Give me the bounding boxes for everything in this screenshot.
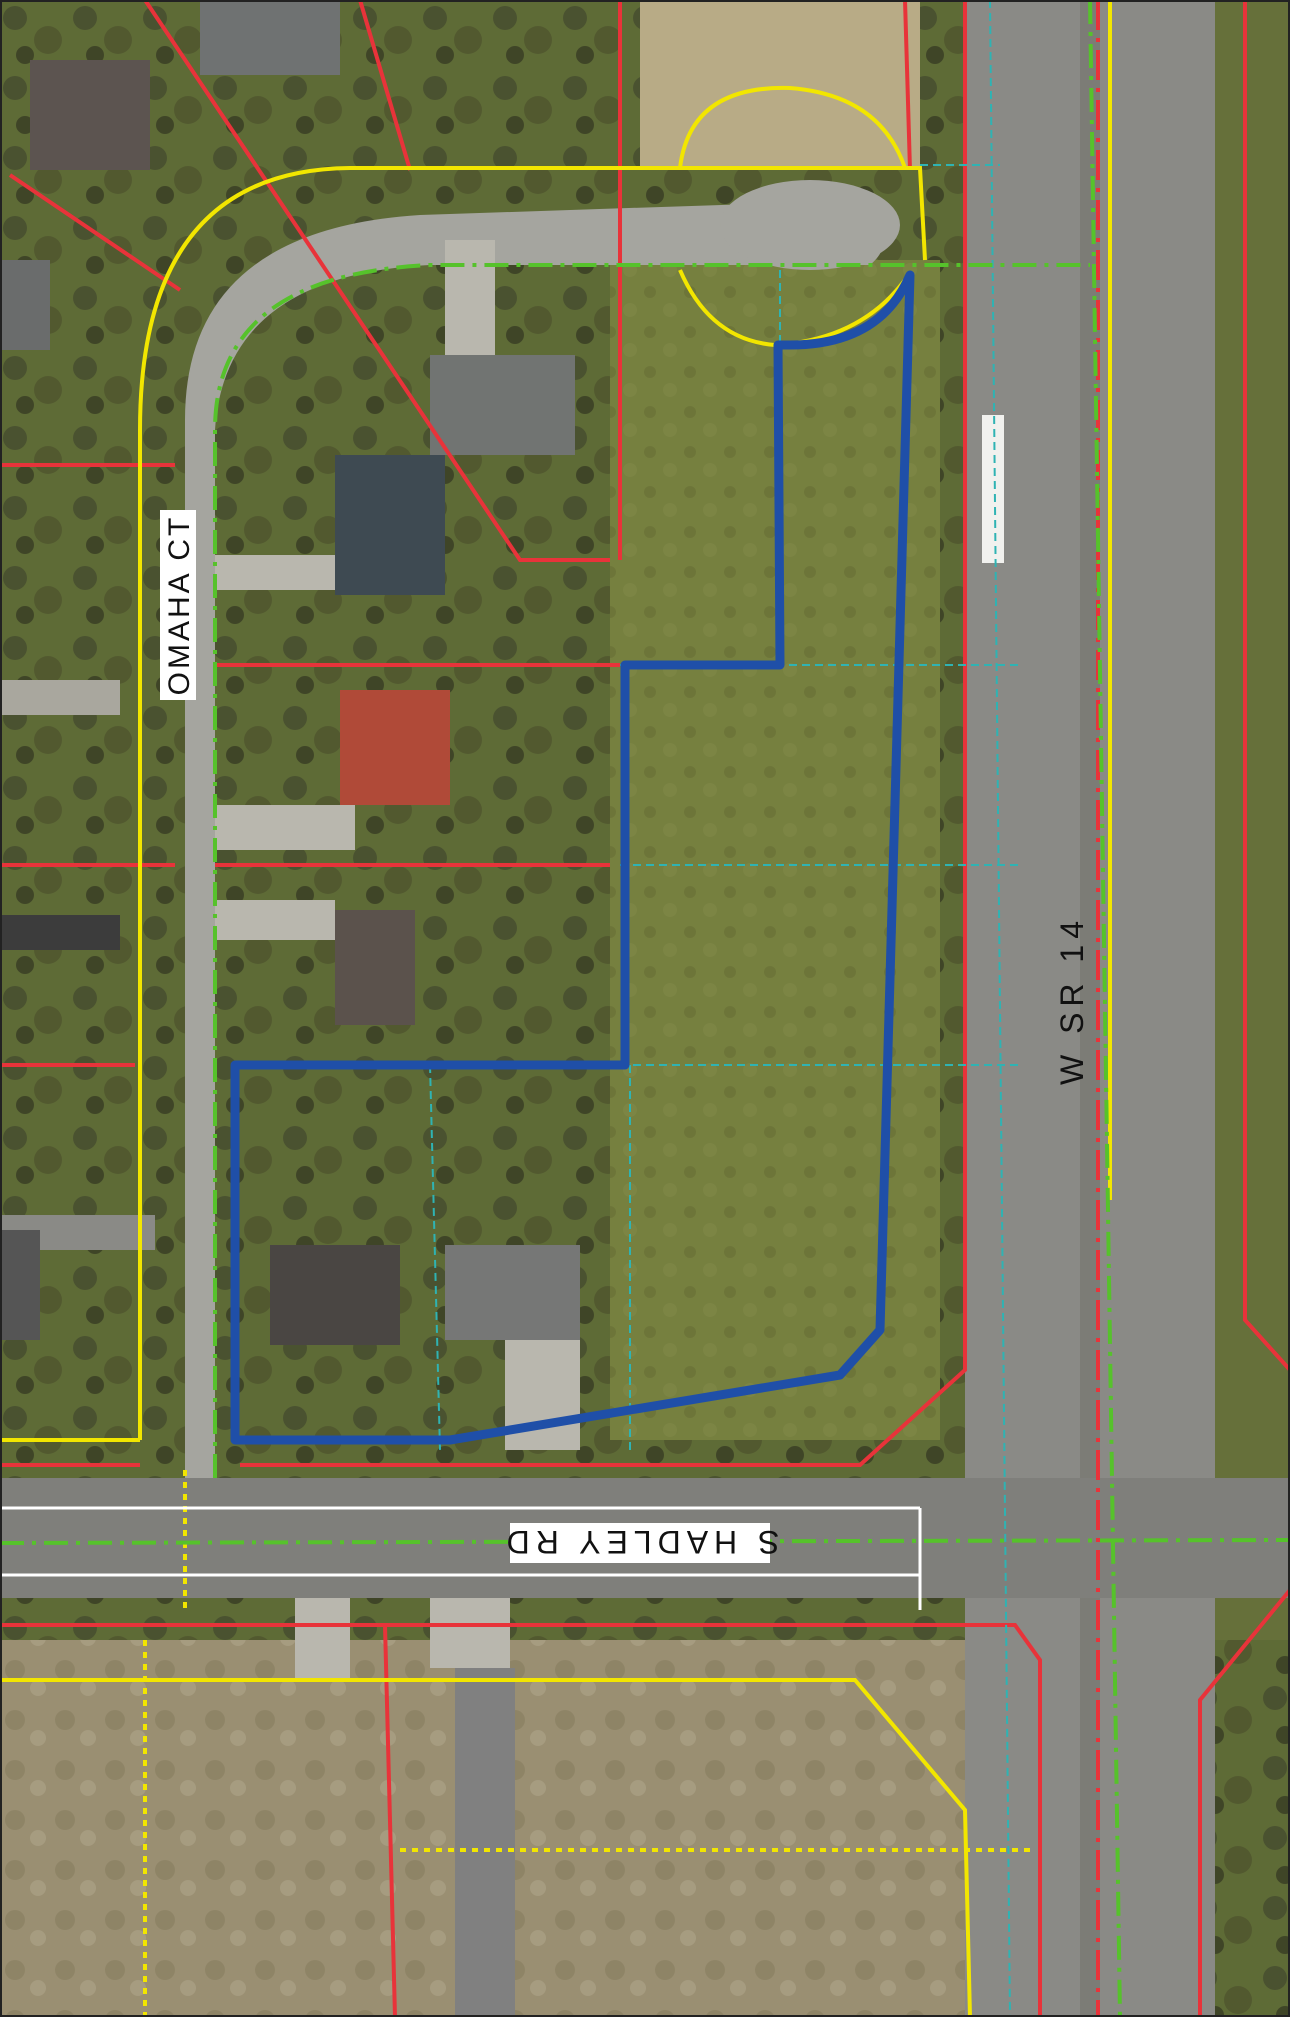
house-roof [270,1245,400,1345]
house-roof [430,355,575,455]
house-roof [0,260,50,350]
house-roof [200,0,340,75]
building-layer [0,0,1004,1345]
truck [982,415,1004,563]
omaha-court-road [185,200,885,1478]
house-roof [445,1245,580,1340]
svg-text:W SR 14: W SR 14 [1054,915,1090,1085]
house-roof [0,1230,40,1340]
house-roof [30,60,150,170]
street-label-w-sr-14: W SR 14 [1054,915,1090,1085]
house-roof [340,690,450,805]
house-roof [335,455,445,595]
subject-parcel-boundary [230,270,915,1445]
svg-text:OMAHA CT: OMAHA CT [163,515,196,696]
street-label-s-hadley-rd: S HADLEY RD [501,1523,780,1563]
svg-text:S HADLEY RD: S HADLEY RD [501,1524,780,1560]
lane-markings [0,1506,922,1610]
street-label-omaha-ct: OMAHA CT [160,510,196,700]
house-roof [335,910,415,1025]
